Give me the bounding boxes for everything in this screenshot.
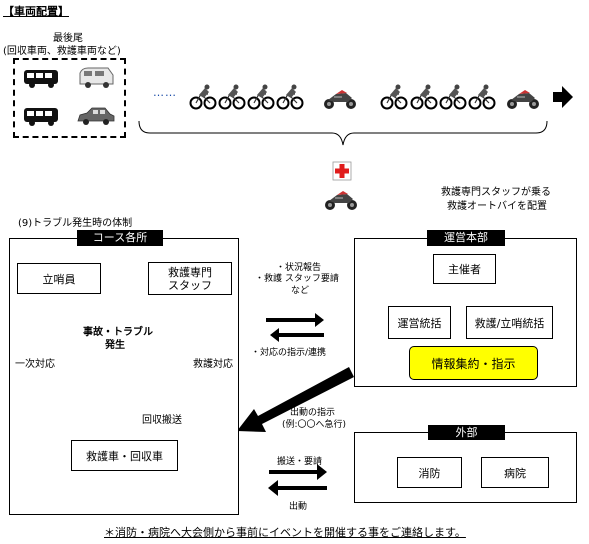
direction-arrow-icon — [553, 86, 573, 108]
rescue-control-box: 救護/立哨統括 — [466, 306, 553, 339]
instruction-arrow — [270, 328, 324, 342]
course-tag: コース各所 — [77, 230, 163, 246]
van-icon — [24, 108, 58, 126]
car-icon — [77, 107, 115, 125]
cyclist-icon — [247, 83, 275, 110]
incident-line1: 事故・トラブル — [83, 327, 153, 338]
van-icon — [24, 70, 58, 88]
cyclist-icon — [189, 83, 217, 110]
fire-dept-label: 消防 — [418, 466, 441, 480]
instructions-label: ・対応の指示/連携 — [251, 348, 327, 358]
organizer-label: 主催者 — [448, 263, 481, 276]
ambulance-recovery-label: 救護車・回収車 — [86, 449, 163, 463]
dispatch-arrow — [268, 480, 327, 496]
transport-request-label: 搬送・要請 — [277, 457, 323, 467]
report-line3: など — [291, 286, 310, 296]
ops-control-label: 運営統括 — [397, 316, 442, 330]
cyclist-icon — [276, 83, 304, 110]
cyclist-icon — [439, 83, 467, 110]
organizer-box: 主催者 — [433, 254, 496, 284]
ambulance-bike-note-line1: 救護専門スタッフが乗る — [441, 187, 551, 198]
dispatch-label: 出動 — [289, 502, 308, 512]
motorcycle-icon — [324, 190, 358, 211]
incident-line2: 発生 — [105, 340, 125, 351]
tail-label-line2: (回収車両、救護車両など) — [3, 46, 121, 57]
rescue-staff-line1: 救護専門 — [168, 265, 212, 279]
dispatch-diagonal-arrow — [237, 367, 354, 432]
transport-request-arrow — [269, 464, 327, 480]
info-command-label: 情報集約・指示 — [431, 356, 516, 371]
cyclist-icon — [380, 83, 408, 110]
report-line1: ・状況報告 — [276, 263, 322, 273]
rescue-staff-box: 救護専門 スタッフ — [148, 262, 232, 295]
hospital-label: 病院 — [504, 466, 526, 480]
section-title: (9)トラブル発生時の体制 — [18, 218, 133, 229]
report-line2: ・救護 スタッフ要請 — [255, 274, 339, 284]
ops-control-box: 運営統括 — [388, 306, 451, 339]
rescue-control-label: 救護/立哨統括 — [474, 316, 545, 330]
ellipsis: …… — [153, 86, 177, 99]
hq-tag: 運営本部 — [427, 230, 505, 246]
cyclist-icon — [218, 83, 246, 110]
watcher-box: 立哨員 — [17, 263, 101, 294]
fire-dept-box: 消防 — [397, 457, 462, 488]
red-cross-icon — [332, 161, 352, 181]
cyclist-icon — [410, 83, 438, 110]
motorcycle-icon — [323, 89, 357, 110]
tail-label-line1: 最後尾 — [53, 33, 83, 44]
ambulance-bike-note-line2: 救護オートバイを配置 — [447, 201, 547, 212]
report-arrow — [266, 313, 324, 327]
minivan-icon — [79, 67, 114, 88]
info-command-box: 情報集約・指示 — [409, 346, 538, 380]
dispatch-instr-line2: (例:〇〇へ急行) — [282, 420, 347, 430]
tail-vehicle-box — [13, 58, 126, 138]
dispatch-instr-line1: 出動の指示 — [290, 408, 336, 418]
peloton-brace — [138, 120, 548, 146]
footer-note: ＊消防・病院へ大会側から事前にイベントを開催する事をご連絡します。 — [104, 526, 466, 539]
first-response-label: 一次対応 — [15, 359, 55, 370]
recovery-transport-label: 回収搬送 — [142, 415, 182, 426]
rescue-response-label: 救護対応 — [193, 359, 233, 370]
cyclist-icon — [468, 83, 496, 110]
external-tag: 外部 — [428, 425, 505, 440]
header-title: 【車両配置】 — [3, 5, 69, 18]
hospital-box: 病院 — [481, 457, 549, 488]
ambulance-recovery-box: 救護車・回収車 — [71, 440, 178, 471]
rescue-staff-line2: スタッフ — [168, 278, 212, 292]
motorcycle-icon — [506, 89, 540, 110]
watcher-label: 立哨員 — [42, 272, 76, 286]
